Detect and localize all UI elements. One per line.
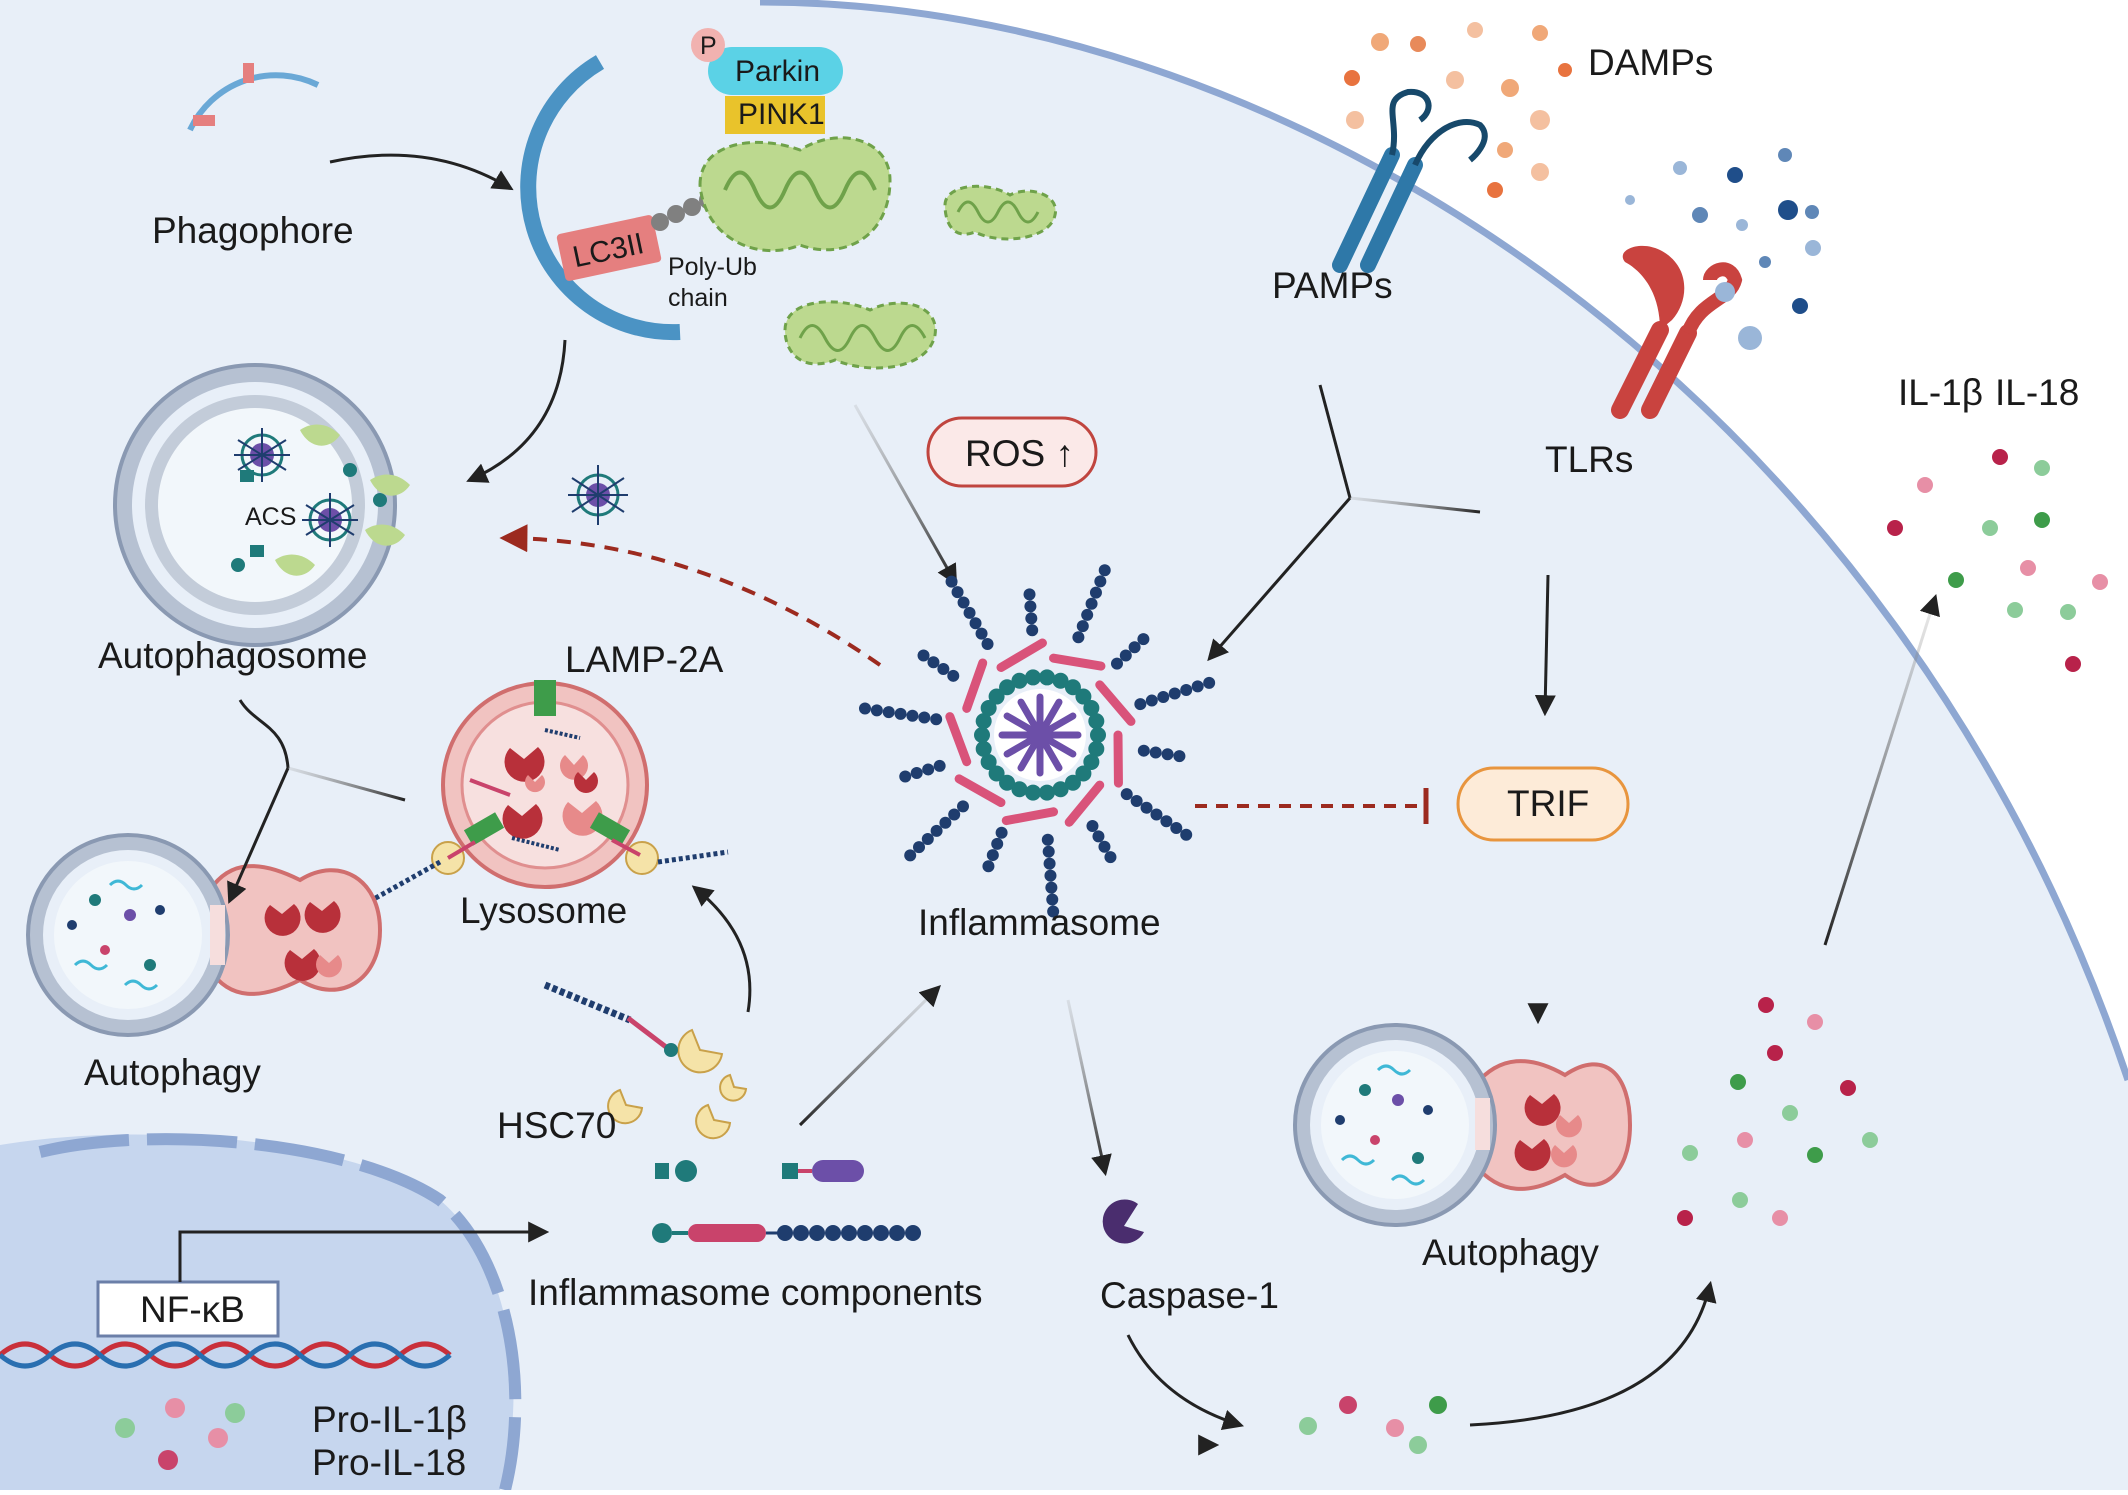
hsc70-label: HSC70 bbox=[497, 1105, 616, 1146]
phagophore-label: Phagophore bbox=[152, 210, 354, 251]
component-caspase-fragment bbox=[782, 1160, 864, 1182]
nfkb-label: NF-κB bbox=[140, 1289, 245, 1330]
parkin-label: Parkin bbox=[735, 55, 820, 88]
il1b-label: IL-1β bbox=[1898, 372, 1983, 413]
pamps-label: PAMPs bbox=[1272, 265, 1393, 306]
autophagy-left-label: Autophagy bbox=[84, 1052, 261, 1093]
lamp2a-label: LAMP-2A bbox=[565, 639, 724, 680]
autophagosome-label: Autophagosome bbox=[98, 635, 367, 676]
mitochondrion-small-2 bbox=[785, 302, 935, 368]
caspase1-label: Caspase-1 bbox=[1100, 1275, 1279, 1316]
component-nlrp3 bbox=[652, 1223, 921, 1243]
pink1-label: PINK1 bbox=[738, 98, 825, 131]
lysosome-label: Lysosome bbox=[460, 890, 627, 931]
trif-label: TRIF bbox=[1507, 783, 1589, 824]
polyub-label-2: chain bbox=[668, 284, 728, 312]
inflammasome-components-label: Inflammasome components bbox=[528, 1272, 982, 1313]
phospho-label: P bbox=[700, 32, 717, 60]
ros-label: ROS ↑ bbox=[965, 433, 1074, 474]
damps-label: DAMPs bbox=[1588, 42, 1713, 83]
pro-il18-label: Pro-IL-18 bbox=[312, 1442, 466, 1483]
damaged-mitochondrion bbox=[700, 138, 890, 251]
lamp2a-channel-top bbox=[534, 680, 556, 716]
mature-cytokine-particles bbox=[1887, 449, 2108, 672]
inflammasome-label: Inflammasome bbox=[918, 902, 1161, 943]
acs-label: ACS bbox=[245, 503, 296, 531]
polyub-label-1: Poly-Ub bbox=[668, 253, 757, 281]
tlrs-label: TLRs bbox=[1545, 439, 1633, 480]
pro-il1b-label: Pro-IL-1β bbox=[312, 1399, 467, 1440]
mitochondrion-small-1 bbox=[945, 186, 1056, 239]
il18-label: IL-18 bbox=[1995, 372, 2079, 413]
autophagy-right-label: Autophagy bbox=[1422, 1232, 1599, 1273]
